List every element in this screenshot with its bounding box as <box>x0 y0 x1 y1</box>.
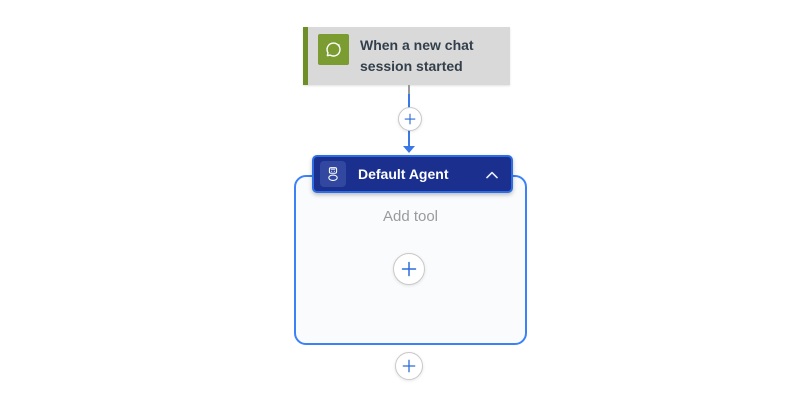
chat-bubble-icon <box>318 34 349 65</box>
add-tool-label: Add tool <box>382 208 439 225</box>
trigger-accent-stripe <box>303 27 308 85</box>
insert-step-button[interactable] <box>398 107 422 131</box>
plus-icon <box>404 113 416 125</box>
chevron-up-icon <box>486 167 498 182</box>
agent-title: Default Agent <box>358 166 449 182</box>
trigger-card-new-chat-session[interactable]: When a new chat session started <box>303 27 510 85</box>
collapse-agent-button[interactable] <box>481 157 503 191</box>
plus-icon <box>401 261 417 277</box>
trigger-title: When a new chat session started <box>360 37 474 74</box>
add-tool-button[interactable] <box>393 253 425 285</box>
add-next-step-button[interactable] <box>395 352 423 380</box>
plus-icon <box>402 359 416 373</box>
connector-arrowhead-icon <box>403 146 415 153</box>
agent-card-default-agent[interactable]: Default Agent <box>312 155 513 193</box>
connector-stub <box>408 85 410 94</box>
robot-icon <box>320 161 346 187</box>
